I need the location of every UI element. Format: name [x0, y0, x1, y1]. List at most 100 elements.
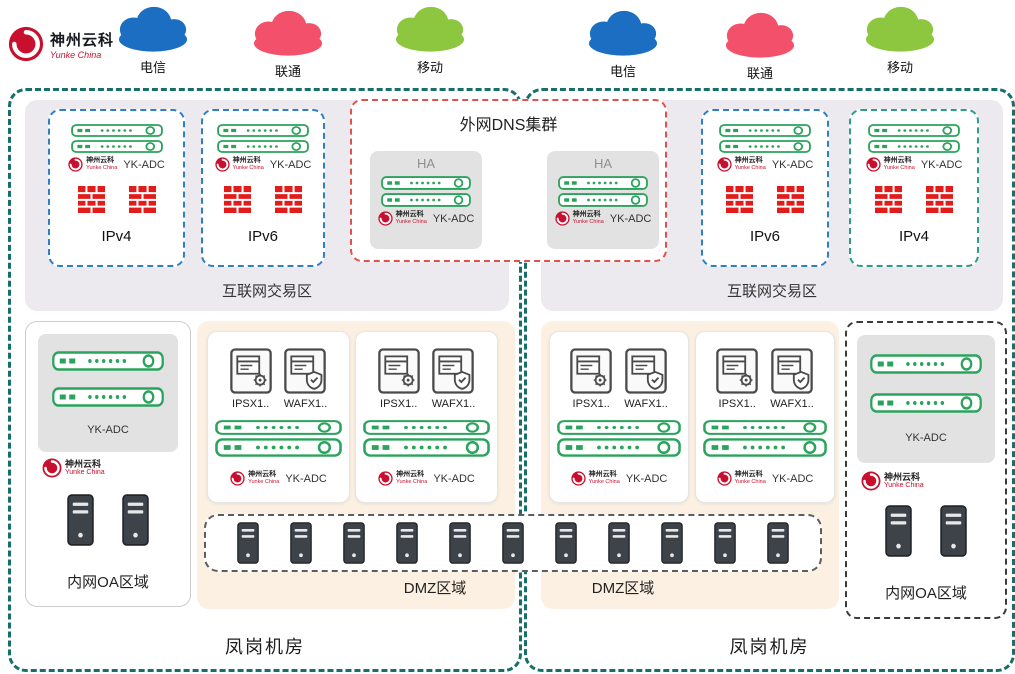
logo-text-en: Yunke China	[572, 219, 604, 226]
logo-text-en: Yunke China	[50, 49, 102, 60]
waf-icon	[284, 348, 326, 394]
logo-swirl-icon	[68, 157, 83, 172]
adc-appliance-icon	[870, 393, 982, 413]
logo-text-cn: 神州云科	[396, 471, 425, 479]
adc-label: YK-ADC	[432, 212, 475, 225]
logo-swirl-icon	[378, 471, 393, 486]
oa-zone-label: 内网OA区域	[885, 585, 967, 602]
waf-icon	[625, 348, 667, 394]
firewall-icon	[224, 186, 251, 213]
logo-swirl-icon	[8, 26, 44, 62]
logo-swirl-icon	[571, 471, 586, 486]
dns-cluster-title: 外网DNS集群	[459, 117, 558, 134]
ips-label: IPSX1..	[718, 398, 756, 410]
adc-appliance-icon	[558, 193, 648, 207]
adc-label: YK-ADC	[87, 423, 129, 436]
adc-appliance-icon	[719, 124, 811, 137]
adc-appliance-icon	[52, 387, 164, 407]
adc-panel: YK-ADC	[857, 335, 995, 463]
logo-swirl-icon	[215, 157, 230, 172]
cloud-icon	[107, 2, 199, 54]
firewall-icon	[875, 186, 902, 213]
adc-label: YK-ADC	[609, 212, 652, 225]
cloud-icon	[242, 6, 334, 58]
server-tower-icon	[885, 505, 912, 557]
cloud-telecom-right: 电信	[573, 6, 673, 80]
ips-label: IPSX1..	[572, 398, 610, 410]
cloud-telecom-left: 电信	[103, 2, 203, 76]
logo-text-en: Yunke China	[884, 482, 924, 490]
ips-icon	[230, 348, 272, 394]
logo-text-en: Yunke China	[232, 165, 264, 172]
firewall-icon	[78, 186, 105, 213]
adc-appliance-icon	[381, 193, 471, 207]
waf-icon	[771, 348, 813, 394]
cloud-unicom-right: 联通	[710, 8, 810, 82]
ips-label: IPSX1..	[232, 398, 270, 410]
firewall-pair	[78, 186, 156, 213]
adc-appliance-icon	[868, 140, 960, 153]
adc-appliance-icon	[703, 420, 827, 435]
logo-text-en: Yunke China	[65, 469, 105, 477]
adc-appliance-icon	[52, 351, 164, 371]
logo-text-cn: 神州云科	[232, 157, 261, 165]
adc-appliance-icon	[381, 176, 471, 190]
waf-label: WAFX1..	[431, 398, 476, 410]
ha-label: HA	[593, 156, 613, 171]
server-group	[847, 505, 1005, 557]
adc-label: YK-ADC	[433, 472, 475, 485]
firewall-pair	[726, 186, 804, 213]
waf-label: WAFX1..	[770, 398, 814, 410]
logo-text-cn: 神州云科	[588, 471, 617, 479]
oa-zone-label: 内网OA区域	[67, 574, 149, 591]
server-tower-icon	[555, 522, 577, 564]
adc-appliance-icon	[558, 176, 648, 190]
ip-version-label: IPv6	[749, 228, 780, 245]
adc-appliance-stack	[719, 124, 811, 153]
logo-text-cn: 神州云科	[734, 157, 763, 165]
ips-icon	[378, 348, 420, 394]
adc-appliance-stack	[868, 124, 960, 153]
logo-text-cn: 神州云科	[395, 211, 424, 219]
adc-appliance-icon	[870, 354, 982, 374]
cloud-icon	[714, 8, 806, 60]
logo-swirl-icon	[378, 211, 393, 226]
cloud-icon	[384, 2, 476, 54]
adc-label: YK-ADC	[625, 472, 668, 485]
dmz-zone-label: DMZ区域	[591, 580, 655, 597]
adc-appliance-icon	[71, 140, 163, 153]
logo-swirl-icon	[861, 471, 881, 491]
adc-appliance-icon	[217, 124, 309, 137]
cloud-label: 移动	[886, 60, 913, 75]
ips-icon	[570, 348, 612, 394]
logo-text-cn: 神州云科	[65, 458, 102, 469]
room-name: 凤岗机房	[729, 637, 810, 657]
adc-label: YK-ADC	[123, 158, 165, 171]
server-tower-icon	[67, 494, 94, 546]
adc-appliance-icon	[703, 438, 827, 457]
ips-label: IPSX1..	[380, 398, 418, 410]
server-tower-icon	[122, 494, 149, 546]
cloud-unicom-left: 联通	[238, 6, 338, 80]
adc-appliance-icon	[363, 420, 490, 435]
cloud-label: 联通	[746, 66, 773, 81]
cloud-mobile-left: 移动	[380, 2, 480, 76]
server-tower-icon	[396, 522, 418, 564]
